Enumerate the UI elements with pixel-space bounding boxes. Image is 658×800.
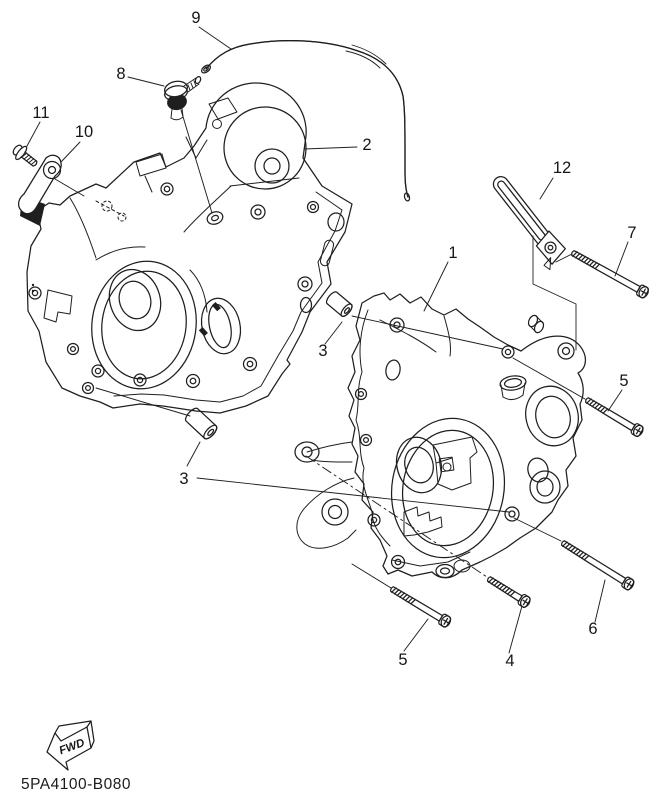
breather-port (206, 211, 224, 225)
callout-12: 12 (553, 159, 571, 177)
breather-hose (201, 40, 411, 202)
left-case-bolt-holes (28, 204, 266, 395)
callout-7: 7 (627, 224, 636, 242)
bolt-5-lower (389, 586, 452, 628)
callouts: 9 8 11 10 2 12 1 7 3 3 5 6 4 5 (32, 9, 636, 670)
breather-joint (164, 75, 202, 121)
callout-11: 11 (32, 104, 49, 122)
leader-lines (26, 26, 629, 654)
bolt-6 (560, 540, 635, 591)
part-code: 5PA4100-B080 (21, 776, 131, 793)
dowel-pin-3-upper (325, 291, 353, 317)
crank-bore (91, 260, 197, 390)
cylinder-boss (223, 106, 307, 190)
callout-2: 2 (362, 136, 371, 154)
callout-10: 10 (75, 123, 93, 141)
callout-8: 8 (116, 65, 125, 83)
callout-6: 6 (588, 620, 597, 638)
cylinder-spigot (499, 375, 527, 401)
kick-boss (198, 297, 242, 355)
dowel-pin-3-lower (184, 407, 218, 440)
right-crankcase-half (294, 292, 586, 579)
bolt-7 (571, 250, 650, 299)
callout-4: 4 (505, 652, 514, 670)
left-crankcase-half (20, 82, 353, 414)
bracket-plate-10 (18, 154, 62, 215)
flange-bolt-11 (12, 144, 38, 167)
callout-3-upper: 3 (318, 342, 327, 360)
callout-3-lower: 3 (179, 470, 188, 488)
right-crank-chamber (390, 417, 506, 559)
callout-5-lower: 5 (398, 651, 407, 669)
callout-5-upper: 5 (619, 372, 628, 390)
fasteners (184, 250, 650, 628)
dowel-seat (527, 314, 545, 334)
bolt-4 (486, 576, 531, 608)
clutch-side-openings (525, 385, 579, 504)
fwd-arrow: FWD (46, 720, 95, 771)
callout-9: 9 (191, 9, 200, 27)
bolt-5-upper (584, 397, 644, 438)
chain-guide-12 (492, 176, 566, 271)
callout-1: 1 (448, 244, 457, 262)
